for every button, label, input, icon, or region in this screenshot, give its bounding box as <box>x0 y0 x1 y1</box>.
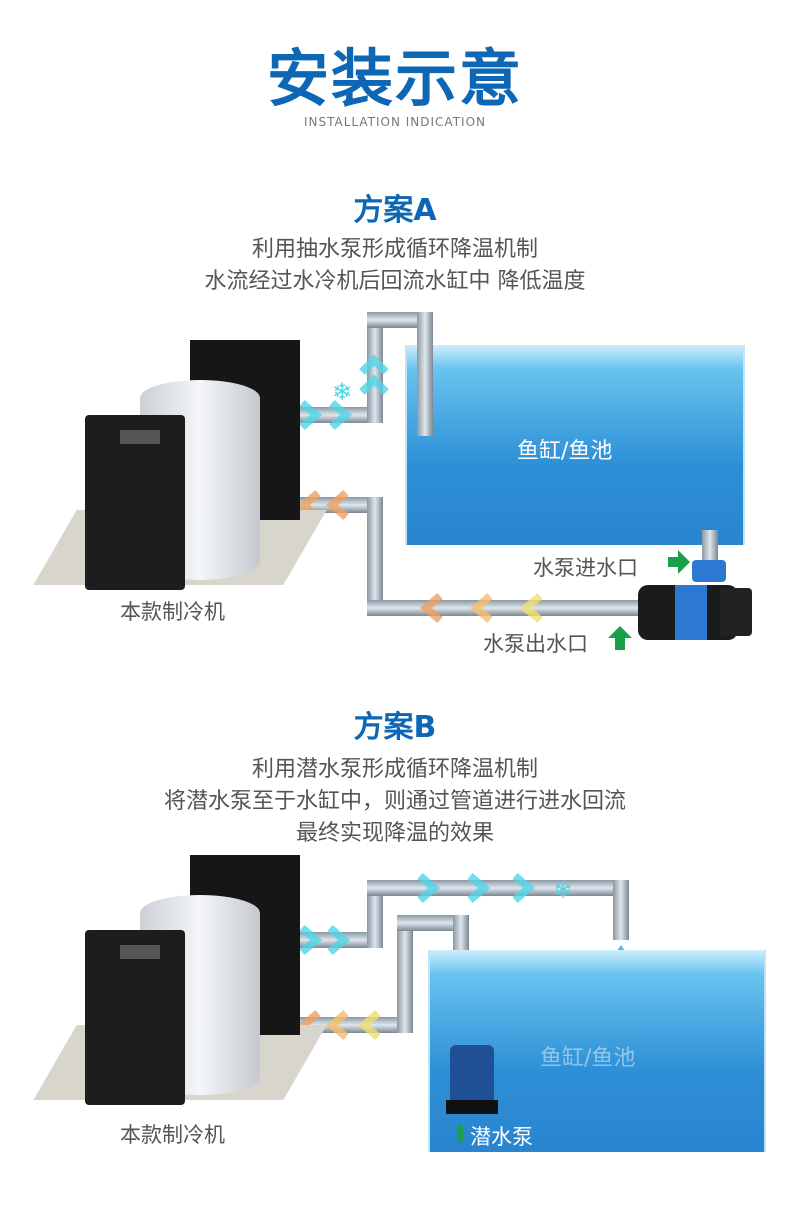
arrow-up-icon <box>608 626 632 650</box>
submersible-pump <box>450 1045 494 1105</box>
plan-b-chiller <box>15 845 327 1105</box>
plan-a-fish-tank: 鱼缸/鱼池 <box>405 345 745 545</box>
snowflake-icon: ❄ <box>332 378 352 406</box>
plan-b-title: 方案B <box>353 710 437 745</box>
plan-a-chiller <box>15 330 327 590</box>
submersible-pump-base <box>446 1100 498 1114</box>
plan-a-line-1: 利用抽水泵形成循环降温机制 <box>251 237 538 262</box>
page-title: 安装示意 <box>266 42 523 115</box>
pump-outlet-label: 水泵出水口 <box>483 632 588 656</box>
plan-b-line-3: 最终实现降温的效果 <box>295 821 494 846</box>
plan-b-chiller-label: 本款制冷机 <box>120 1123 225 1147</box>
snowflake-icon: ❄ <box>553 876 573 904</box>
pump-inlet-label: 水泵进水口 <box>533 556 638 580</box>
plan-b-line-1: 利用潜水泵形成循环降温机制 <box>251 757 538 782</box>
plan-b-line-2: 将潜水泵至于水缸中，则通过管道进行进水回流 <box>163 789 626 814</box>
submersible-pump-label: 潜水泵 <box>470 1125 533 1149</box>
arrow-right-icon <box>668 550 690 574</box>
plan-a-water-pump <box>638 530 752 640</box>
plan-a-chiller-label: 本款制冷机 <box>120 600 225 624</box>
plan-b-fish-tank: 鱼缸/鱼池 <box>428 950 766 1152</box>
plan-b-tank-label: 鱼缸/鱼池 <box>540 1046 636 1071</box>
plan-a-line-2: 水流经过水冷机后回流水缸中 降低温度 <box>204 269 586 294</box>
plan-b-outlet-pipe <box>265 880 629 948</box>
plan-a-title: 方案A <box>353 193 437 228</box>
page-subtitle: INSTALLATION INDICATION <box>303 115 486 129</box>
arrow-up-icon: ⬆ <box>450 1120 471 1148</box>
plan-a-tank-label: 鱼缸/鱼池 <box>517 439 613 464</box>
